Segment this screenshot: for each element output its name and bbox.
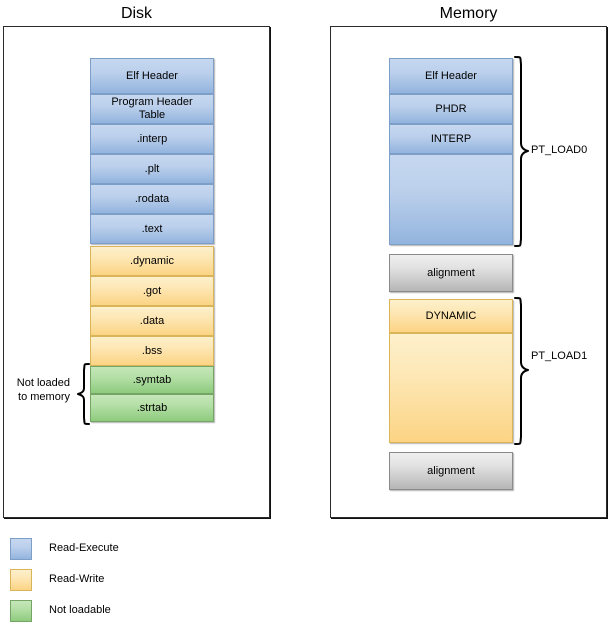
disk-block-bss: .bss	[90, 336, 214, 366]
legend-label: Not loadable	[49, 604, 111, 616]
disk-block-label: .strtab	[136, 401, 168, 414]
disk-block-rodata: .rodata	[90, 184, 214, 214]
memory-block-label: alignment	[427, 266, 475, 279]
legend-label: Read-Execute	[49, 542, 119, 554]
memory-block-label: INTERP	[430, 132, 472, 145]
memory-block-load1-body	[389, 333, 513, 443]
legend-item-read-write: Read-Write	[10, 564, 119, 595]
disk-block-label: .text	[141, 222, 163, 235]
disk-block-label: .data	[139, 314, 165, 327]
legend: Read-Execute Read-Write Not loadable	[10, 533, 119, 626]
disk-block-strtab: .strtab	[90, 394, 214, 422]
memory-panel-title: Memory	[439, 5, 498, 22]
disk-block-symtab: .symtab	[90, 366, 214, 394]
disk-block-label: .plt	[144, 162, 160, 175]
legend-swatch-not-loadable	[10, 599, 32, 622]
pt-load0-label: PT_LOAD0	[531, 144, 588, 156]
disk-block-elf-header: Elf Header	[90, 58, 214, 94]
memory-block-dynamic: DYNAMIC	[389, 299, 513, 333]
disk-block-label: .bss	[141, 344, 163, 357]
pt-load1-brace-icon	[514, 297, 529, 445]
disk-block-data: .data	[90, 306, 214, 336]
disk-block-label: .got	[142, 284, 162, 297]
disk-block-label: .interp	[136, 132, 168, 145]
disk-block-plt: .plt	[90, 154, 214, 184]
memory-block-label: PHDR	[435, 102, 467, 115]
memory-block-elf-header: Elf Header	[389, 58, 513, 94]
memory-block-label: Elf Header	[425, 69, 477, 82]
memory-block-interp: INTERP	[389, 124, 513, 154]
memory-block-label: DYNAMIC	[425, 309, 477, 322]
disk-block-text: .text	[90, 214, 214, 244]
legend-item-read-execute: Read-Execute	[10, 533, 119, 564]
disk-block-label: .symtab	[132, 373, 172, 386]
disk-block-label: .rodata	[134, 192, 170, 205]
pt-load1-label: PT_LOAD1	[531, 350, 588, 362]
pt-load0-brace-icon	[514, 56, 529, 247]
memory-block-phdr: PHDR	[389, 94, 513, 124]
disk-block-dynamic: .dynamic	[90, 246, 214, 276]
legend-swatch-read-execute	[10, 537, 32, 560]
memory-block-label: alignment	[427, 464, 475, 477]
disk-block-label: .dynamic	[129, 254, 175, 267]
memory-block-load0-body	[389, 154, 513, 245]
disk-panel-title: Disk	[120, 5, 153, 22]
disk-block-label: Elf Header	[126, 69, 178, 82]
not-loaded-brace-icon	[77, 363, 90, 425]
memory-block-alignment-bottom: alignment	[389, 452, 513, 490]
disk-block-interp: .interp	[90, 124, 214, 154]
memory-block-alignment-top: alignment	[389, 254, 513, 292]
disk-block-got: .got	[90, 276, 214, 306]
legend-item-not-loadable: Not loadable	[10, 595, 119, 626]
legend-swatch-read-write	[10, 568, 32, 591]
legend-label: Read-Write	[49, 573, 105, 585]
